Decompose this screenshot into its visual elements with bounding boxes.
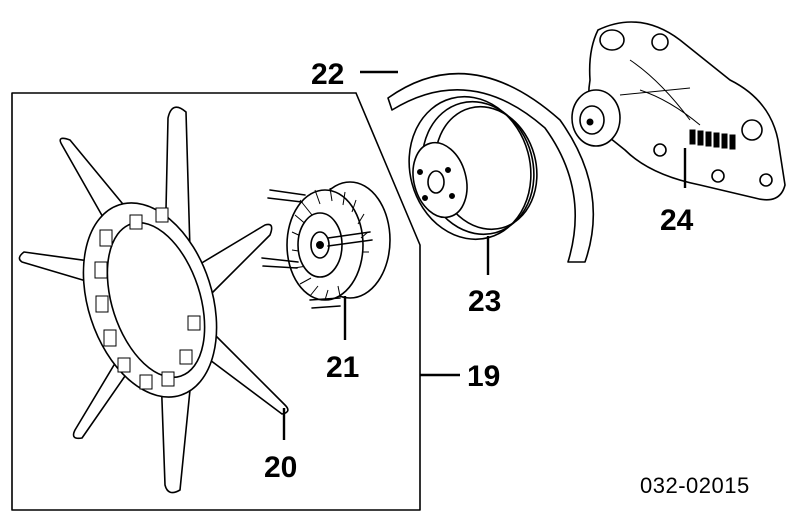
fan-shroud-seal bbox=[387, 72, 595, 263]
pulley bbox=[408, 95, 538, 241]
fan-clutch bbox=[261, 181, 391, 309]
fan bbox=[18, 106, 289, 494]
callout-21: 21 bbox=[326, 351, 359, 384]
callout-23: 23 bbox=[468, 285, 501, 318]
callout-20: 20 bbox=[264, 451, 297, 484]
callout-19: 19 bbox=[467, 360, 500, 393]
callout-24: 24 bbox=[660, 204, 694, 237]
callout-22: 22 bbox=[311, 58, 344, 91]
drawing-number: 032-02015 bbox=[640, 473, 750, 498]
water-pump bbox=[571, 21, 786, 201]
assembly-outline bbox=[11, 92, 421, 511]
